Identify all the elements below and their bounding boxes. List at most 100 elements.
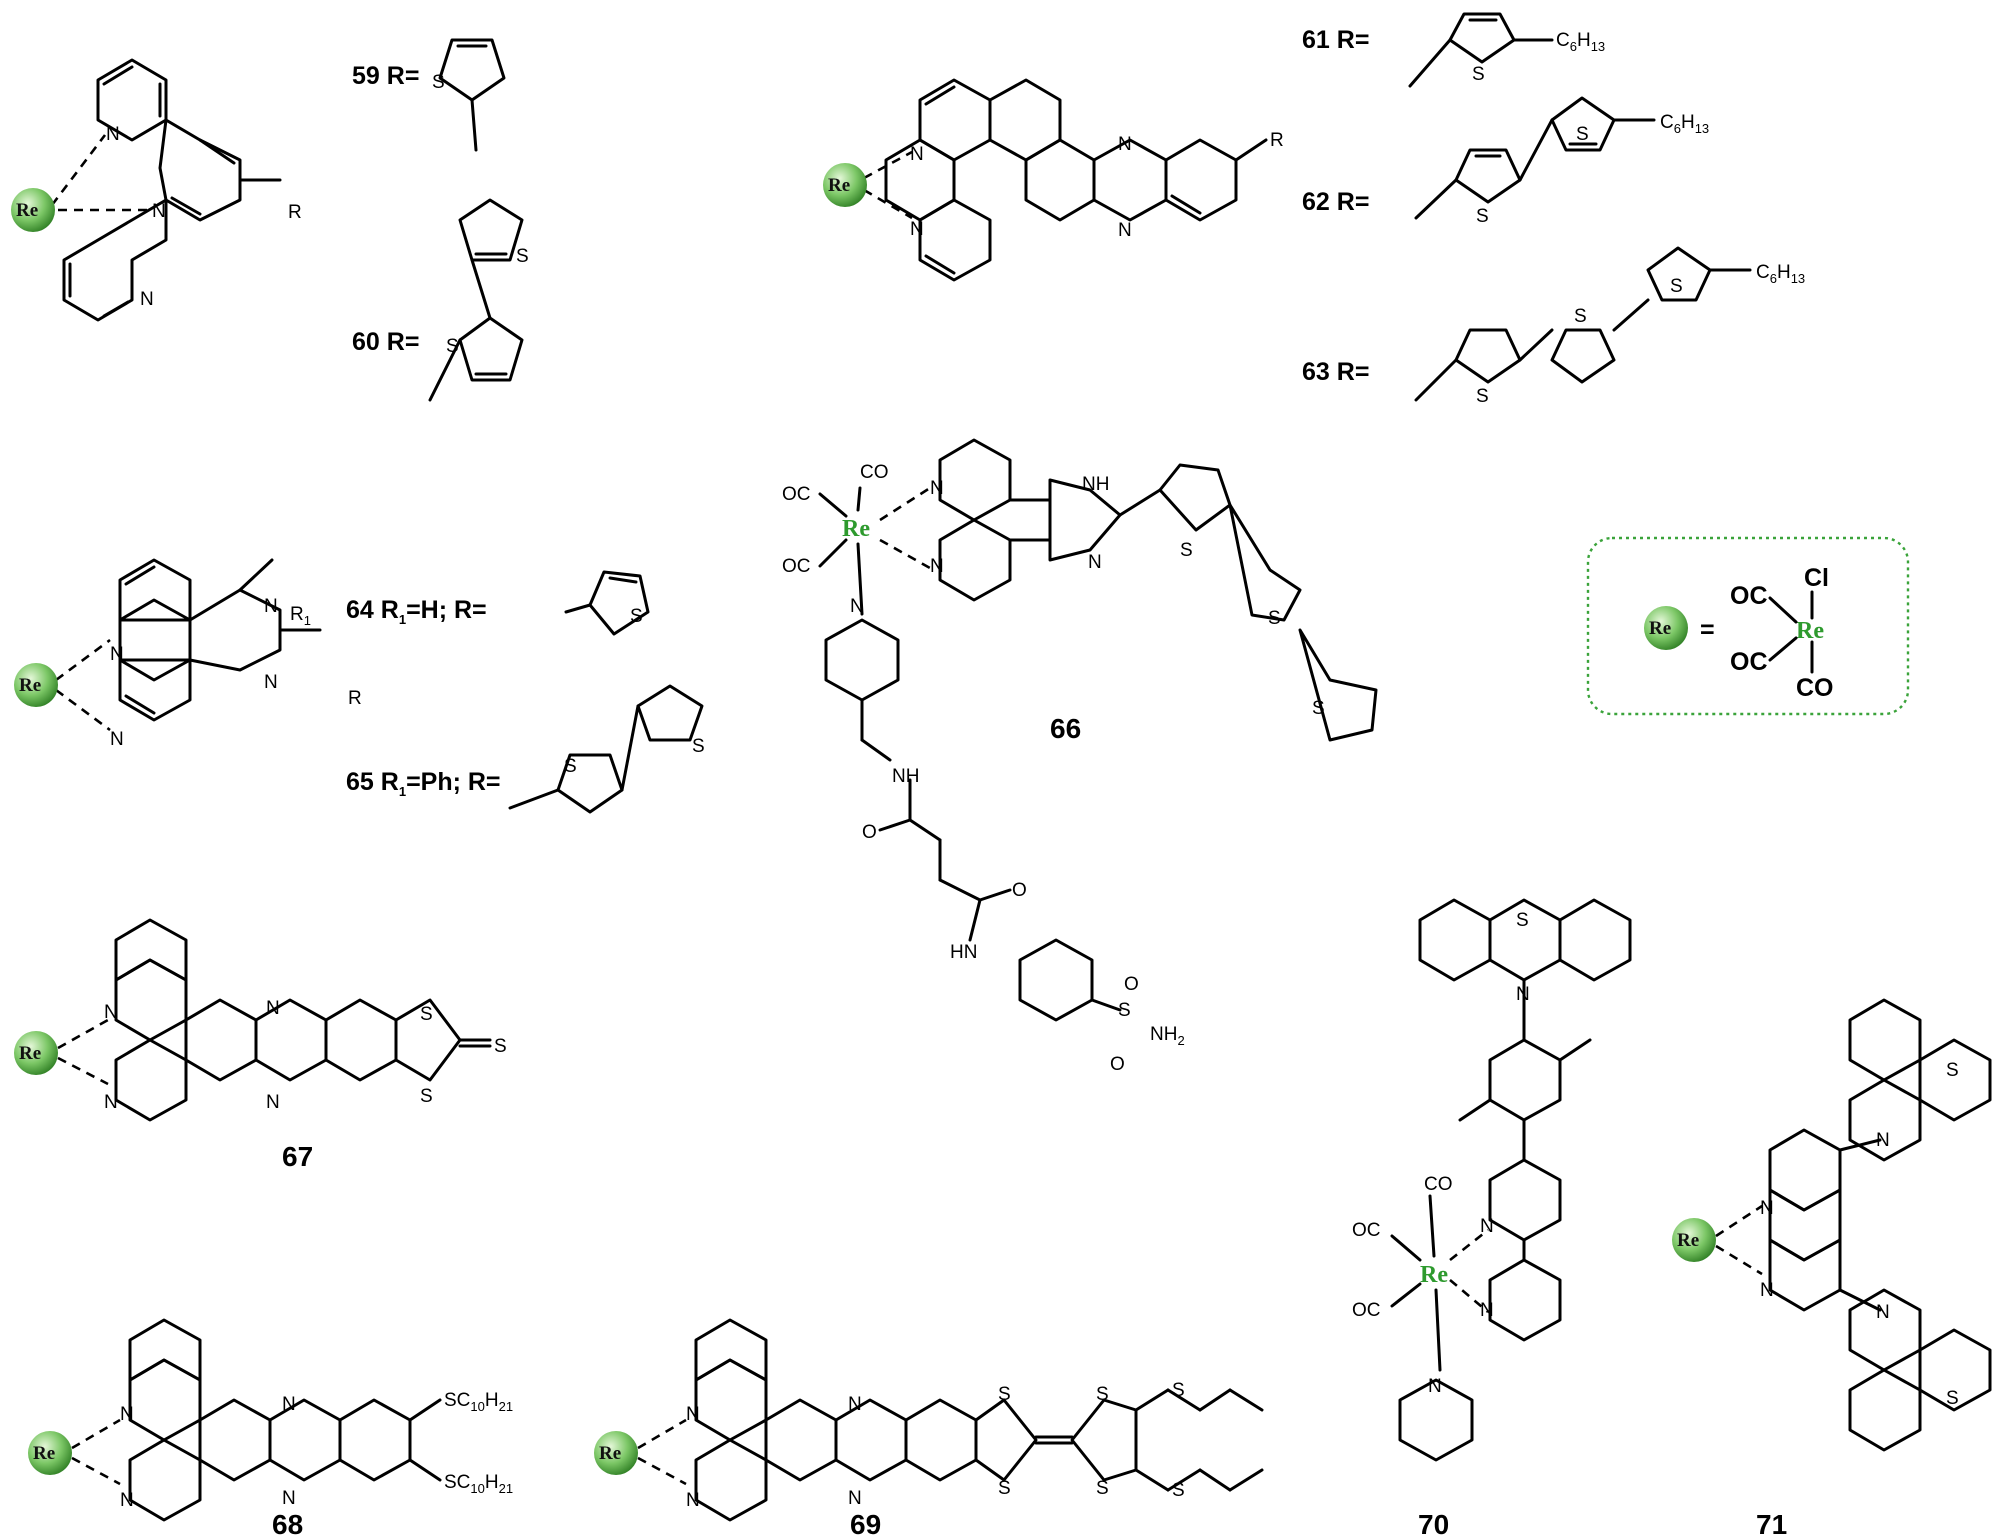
atom-n: N <box>104 1092 118 1113</box>
atom-n: N <box>1760 1198 1774 1219</box>
re-label: Re <box>19 675 41 696</box>
atom-n: N <box>686 1404 700 1425</box>
re-sphere-icon <box>14 1031 58 1075</box>
atom-n: N <box>140 289 154 310</box>
atom-n: N <box>266 998 280 1019</box>
atom-s: S <box>1180 540 1193 561</box>
r-equals: R= <box>387 328 420 356</box>
compound-number: 64 <box>346 596 374 624</box>
atom-s: S <box>1268 608 1281 629</box>
atom-n: N <box>686 1490 700 1511</box>
atom-s: S <box>692 736 705 757</box>
atom-s: S <box>1172 1380 1185 1401</box>
atom-s: S <box>420 1086 433 1107</box>
atom-r: R <box>1270 130 1284 151</box>
atom-s: S <box>1172 1480 1185 1501</box>
compound-64-label: 64 R1=H; R= <box>346 596 487 627</box>
atom-n: N <box>1516 984 1530 1005</box>
atom-n: N <box>152 201 166 222</box>
compound-61-label: 61 R= <box>1302 26 1369 54</box>
compound-70: Re CO OC OC S N N N N <box>1352 898 1632 1462</box>
atom-oc: OC <box>782 484 811 505</box>
compound-63-substituent: S S S C6H13 <box>1414 246 1805 407</box>
re-sphere-icon <box>1672 1218 1716 1262</box>
compound-71-label: 71 <box>1756 1509 1787 1540</box>
atom-oc: OC <box>1352 1300 1381 1321</box>
atom-s: S <box>1670 276 1683 297</box>
compound-60-label: 60 R= <box>352 328 419 356</box>
compound-number: 63 <box>1302 358 1330 386</box>
compound-number: 59 <box>352 62 380 90</box>
atom-s: S <box>564 756 577 777</box>
atom-n: N <box>910 144 924 165</box>
atom-s: S <box>1476 386 1489 407</box>
atom-nh2: NH2 <box>1150 1024 1185 1048</box>
r-equals: R= <box>387 62 420 90</box>
atom-n: N <box>1876 1302 1890 1323</box>
atom-s: S <box>998 1384 1011 1405</box>
compound-62-label: 62 R= <box>1302 188 1369 216</box>
compound-64-65-core: Re N N N N R1 R <box>14 558 362 750</box>
atom-o: O <box>1110 1054 1125 1075</box>
compound-number: 61 <box>1302 26 1330 54</box>
atom-s: S <box>630 606 643 627</box>
atom-n: N <box>850 596 864 617</box>
re-label: Re <box>828 175 850 196</box>
atom-o: O <box>1012 880 1027 901</box>
compound-61-63-core: Re N N N N R <box>823 78 1284 282</box>
atom-o: O <box>1124 974 1139 995</box>
atom-n: N <box>110 644 124 665</box>
atom-o: O <box>862 822 877 843</box>
compound-66: OC CO OC Re N N NH N S S S <box>782 438 1378 1075</box>
compound-number: 65 <box>346 768 374 796</box>
atom-n: N <box>282 1394 296 1415</box>
re-label: Re <box>33 1443 55 1464</box>
r-equals: R= <box>1337 188 1370 216</box>
compound-69-label: 69 <box>850 1509 881 1540</box>
atom-nh: NH <box>892 766 919 787</box>
atom-s: S <box>1118 1000 1131 1021</box>
atom-s: S <box>1574 306 1587 327</box>
atom-s: S <box>1472 64 1485 85</box>
compound-65-substituent: S S <box>508 684 705 814</box>
hexyl-chain: C6H13 <box>1756 262 1805 286</box>
atom-n: N <box>106 124 120 145</box>
compound-59-label: 59 R= <box>352 62 419 90</box>
atom-s: S <box>1476 206 1489 227</box>
atom-n: N <box>1480 1300 1494 1321</box>
re-sphere-icon <box>594 1431 638 1475</box>
atom-n: N <box>104 1002 118 1023</box>
compound-61-substituent: S C6H13 <box>1408 12 1605 88</box>
compound-71: Re N N N N S S <box>1672 998 1992 1452</box>
re-sphere-icon <box>823 163 867 207</box>
atom-s: S <box>1946 1060 1959 1081</box>
hexyl-chain: C6H13 <box>1556 30 1605 54</box>
compound-59-60-core: Re N N N R <box>11 58 302 322</box>
atom-n: N <box>910 219 924 240</box>
legend-sphere-label: Re <box>1649 618 1671 639</box>
atom-n: N <box>1118 220 1132 241</box>
re-center: Re <box>1420 1262 1448 1288</box>
compound-number: 60 <box>352 328 380 356</box>
atom-n: N <box>930 556 944 577</box>
re-label: Re <box>16 200 38 221</box>
atom-n: N <box>282 1488 296 1509</box>
atom-s: S <box>1096 1478 1109 1499</box>
atom-s: S <box>494 1036 507 1057</box>
atom-n: N <box>120 1490 134 1511</box>
atom-hn: HN <box>950 942 977 963</box>
compound-68: Re N N N N SC10H21 SC10H21 <box>28 1318 513 1522</box>
atom-n: N <box>266 1092 280 1113</box>
atom-n: N <box>1876 1130 1890 1151</box>
re-center: Re <box>842 516 870 542</box>
atom-s: S <box>1096 1384 1109 1405</box>
atom-n: N <box>110 729 124 750</box>
re-sphere-icon <box>14 663 58 707</box>
atom-n: N <box>1118 134 1132 155</box>
atom-n: N <box>1760 1280 1774 1301</box>
re-sphere-icon <box>28 1431 72 1475</box>
legend-box <box>1586 536 1910 716</box>
atom-n: N <box>848 1488 862 1509</box>
atom-s: S <box>1516 910 1529 931</box>
atom-oc: OC <box>1352 1220 1381 1241</box>
